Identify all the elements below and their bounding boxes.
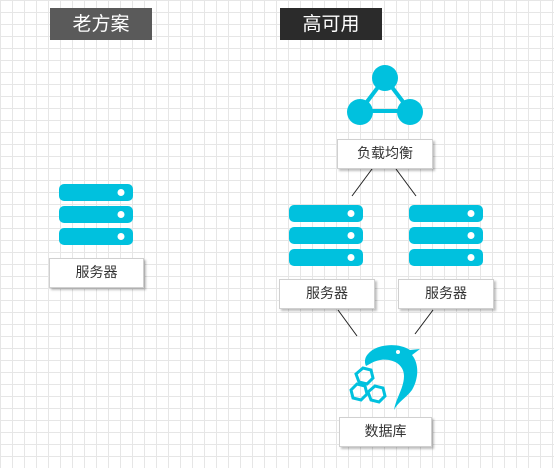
connector-lb-server-1	[351, 168, 373, 197]
server-icon-ha-1	[289, 205, 363, 266]
server-icon-old	[59, 184, 133, 245]
connector-lb-server-2	[395, 168, 417, 197]
label-load-balancer: 负载均衡	[337, 139, 433, 169]
header-old-plan: 老方案	[50, 8, 152, 40]
server-icon-ha-2	[409, 205, 483, 266]
label-server-ha-2: 服务器	[398, 279, 494, 309]
connector-server-1-db	[337, 309, 358, 337]
dolphin-database-icon	[349, 345, 420, 410]
header-high-availability: 高可用	[280, 8, 382, 40]
network-triangle-icon	[347, 65, 423, 125]
label-database: 数据库	[339, 417, 432, 447]
label-server-ha-1: 服务器	[279, 279, 375, 309]
connector-server-2-db	[414, 309, 434, 335]
label-server-old: 服务器	[49, 258, 144, 288]
